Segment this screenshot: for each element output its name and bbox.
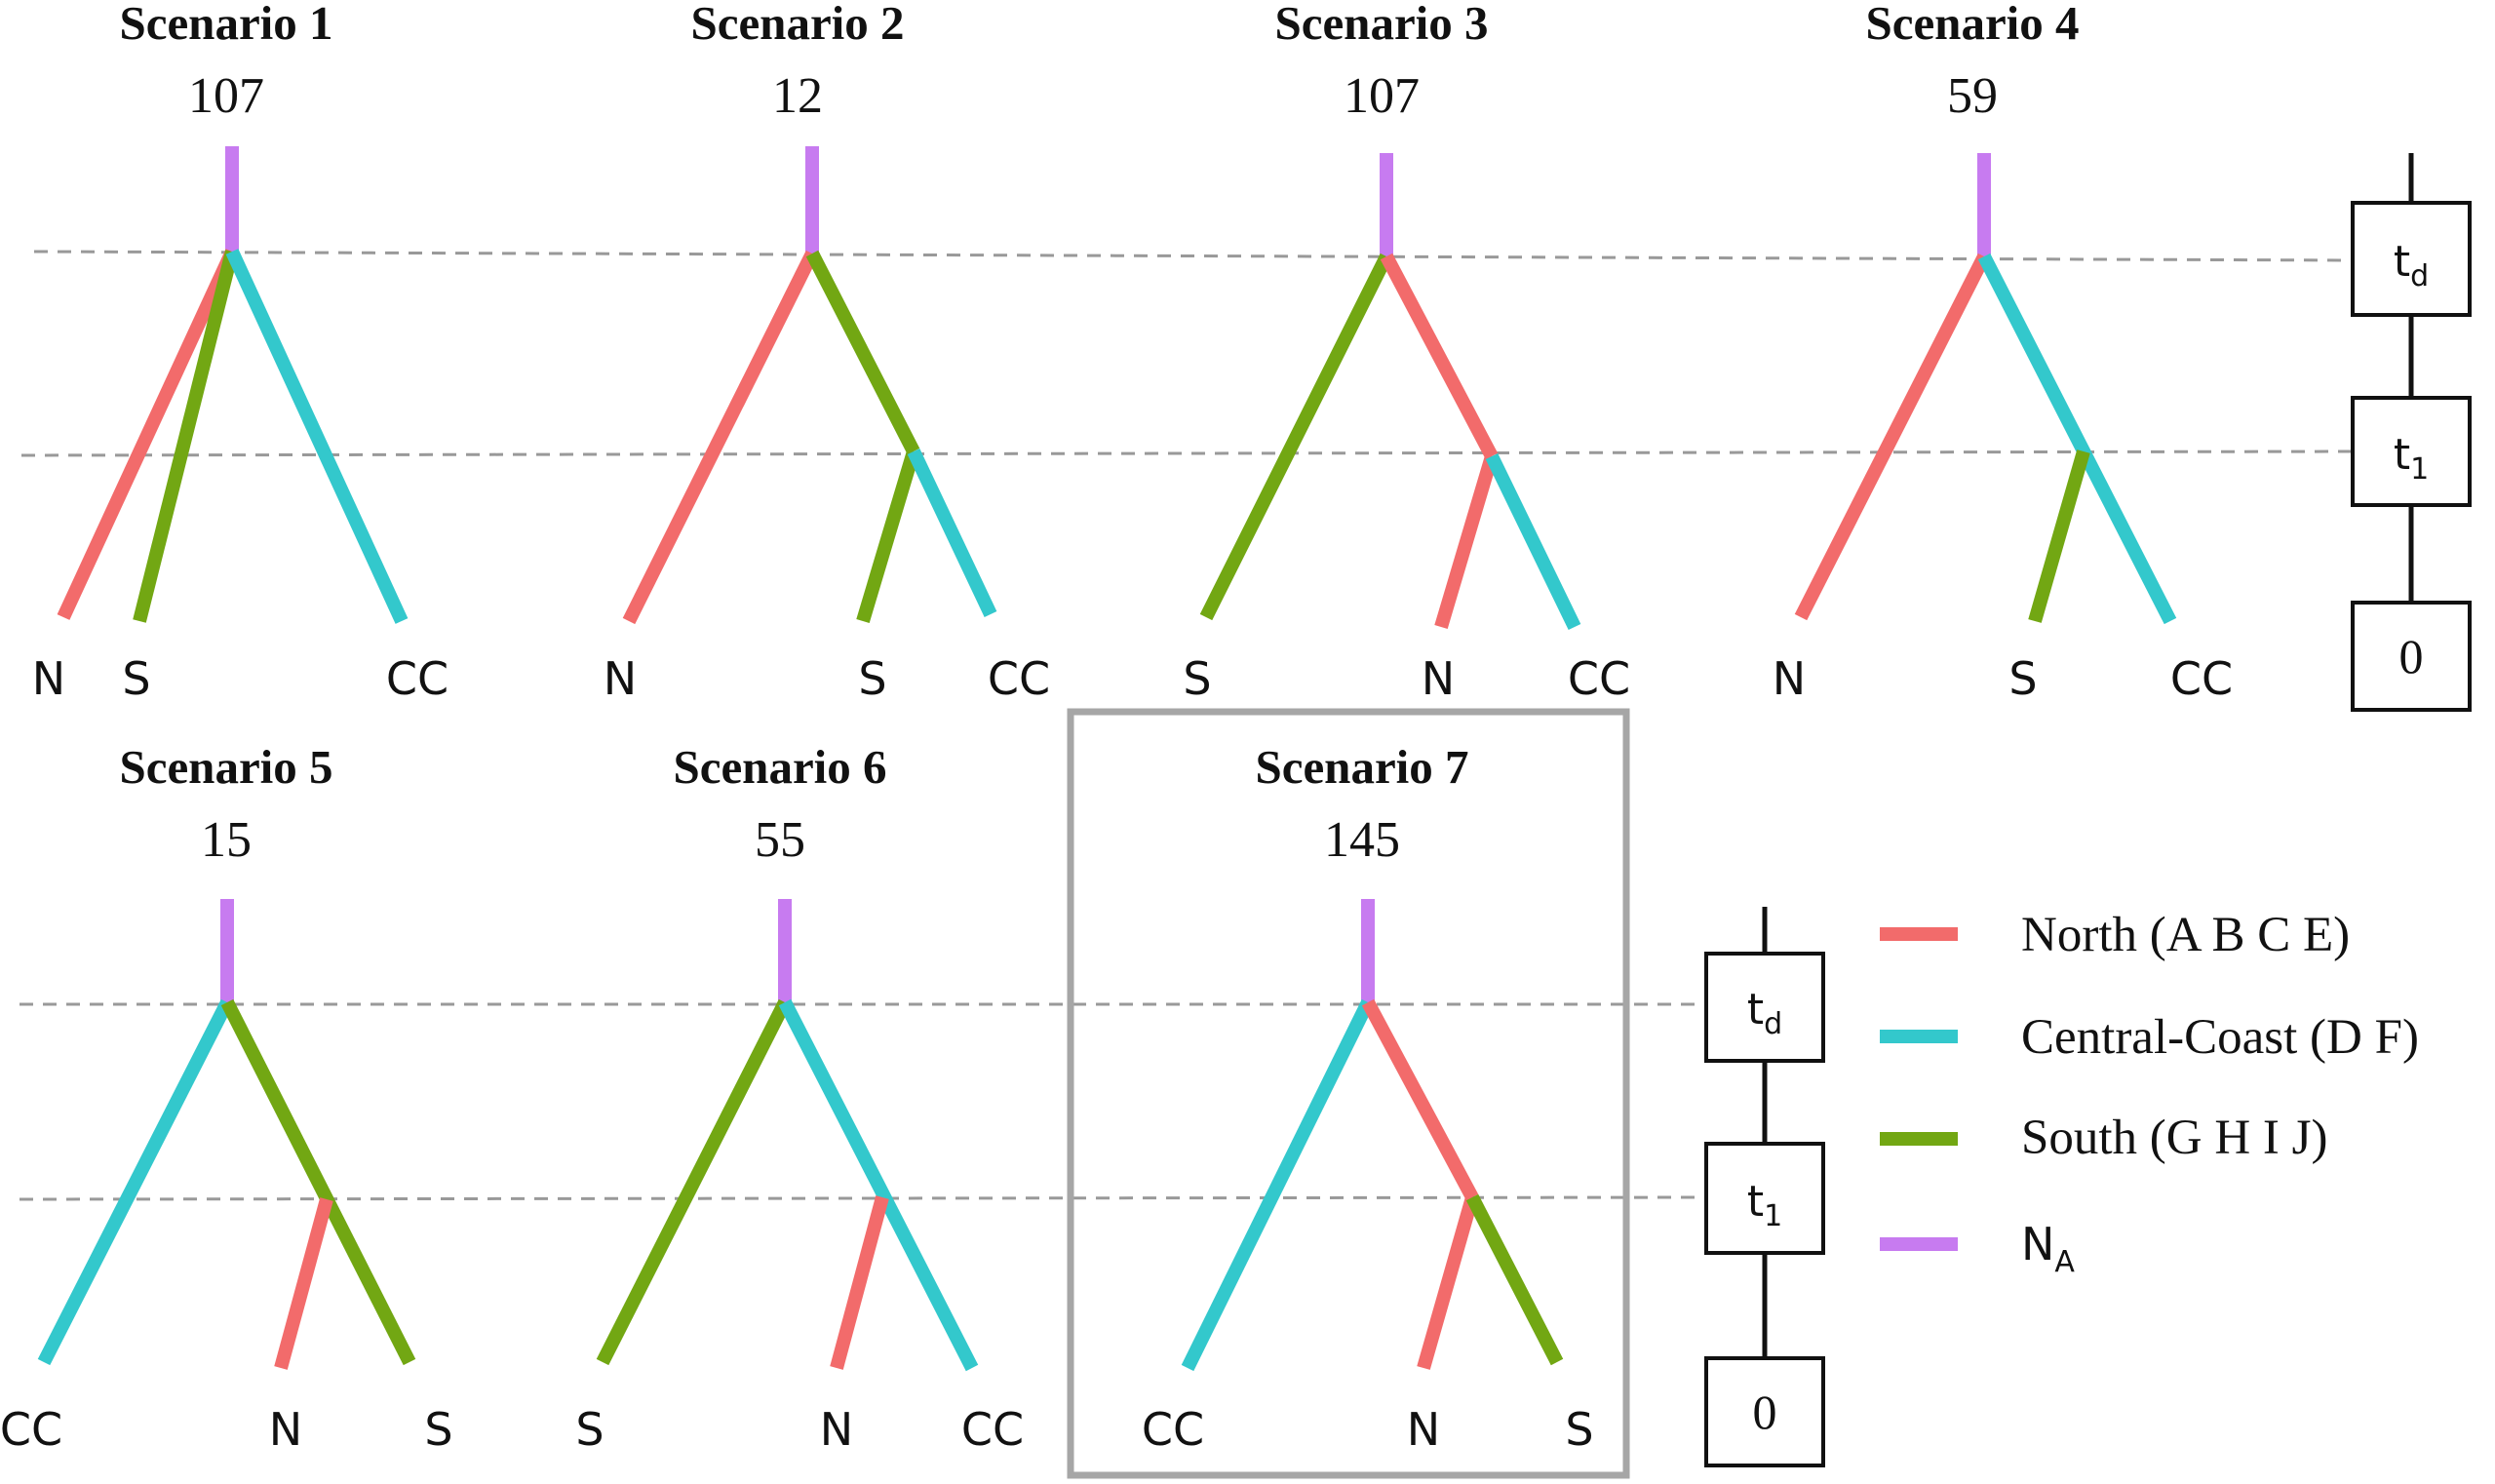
scenario-4: Scenario 4 59 N S CC [1773,0,2233,705]
timescale-row2: td t1 0 [1704,907,1825,1467]
zero-box [1704,1356,1825,1467]
north-branch [622,250,819,625]
leaf-label: S [1565,1403,1593,1456]
t1-guide-row2 [19,1195,1707,1201]
south-branch [856,449,920,624]
leaf-label: S [858,652,886,705]
leaf-label: N [269,1403,302,1456]
south-branch [805,250,920,455]
leaf-label: N [1422,652,1455,705]
leaf-label: CC [961,1403,1024,1456]
legend-label-north: North (A B C E) [2021,908,2350,962]
leaf-label: CC [1142,1403,1204,1456]
best-scenario-frame [1067,708,1630,1479]
scenario-count: 107 [1344,68,1420,124]
legend-label-south: South (G H I J) [2021,1111,2328,1165]
leaf-label: N [1407,1403,1440,1456]
scenario-title: Scenario 6 [673,740,886,794]
north-branch [830,1195,889,1370]
north-branch [57,249,239,620]
legend: North (A B C E) Central-Coast (D F) Sout… [1880,908,2419,1279]
central-coast-branch [778,998,979,1372]
north-branch [274,1197,333,1370]
td-box [1704,952,1825,1063]
td-guide-row1 [33,250,2356,262]
legend-label-ancestral: NA [2021,1218,2075,1279]
leaf-label: CC [0,1403,62,1456]
t1-box [2351,396,2472,507]
td-label: td [1747,985,1782,1041]
t1-box [1704,1142,1825,1255]
leaf-label: CC [386,652,448,705]
leaf-label: S [122,652,150,705]
south-branch [596,998,792,1366]
south-branch [1199,253,1393,621]
leaf-label: N [32,652,65,705]
south-branch [133,250,239,623]
central-coast-branch [37,998,234,1366]
north-branch [1361,998,1479,1201]
zero-label: 0 [2399,629,2424,683]
south-branch [1465,1193,1564,1366]
scenario-2: Scenario 2 12 N S CC [604,0,1050,705]
south-branch [2028,449,2090,623]
central-coast-branch [1181,998,1375,1372]
scenario-count: 55 [755,812,805,868]
leaf-label: N [1773,652,1806,705]
zero-label: 0 [1753,1385,1777,1439]
scenario-title: Scenario 2 [690,0,904,50]
scenario-title: Scenario 1 [119,0,332,50]
leaf-label: S [424,1403,452,1456]
guide-lines [19,250,2356,1201]
scenario-title: Scenario 4 [1865,0,2079,50]
zero-box [2351,601,2472,712]
t1-label: t1 [2394,430,2429,487]
scenario-count: 15 [201,812,252,868]
central-coast-branch [907,449,997,617]
scenario-count: 12 [772,68,823,124]
central-coast-branch [1485,452,1581,631]
scenario-title: Scenario 7 [1255,740,1468,794]
scenario-1: Scenario 1 107 N S CC [32,0,448,705]
timescale-row1: td t1 0 [2351,153,2472,712]
leaf-label: CC [988,652,1050,705]
leaf-label: N [604,652,637,705]
td-box [2351,201,2472,317]
north-branch [1417,1195,1479,1370]
td-label: td [2394,237,2429,293]
scenario-6: Scenario 6 55 S N CC [575,740,1024,1456]
south-branch [220,998,416,1366]
scenario-5: Scenario 5 15 CC N S [0,740,453,1456]
scenario-title: Scenario 5 [119,740,332,794]
t1-guide-row1 [20,449,2356,457]
scenario-title: Scenario 3 [1274,0,1488,50]
north-branch [1794,253,1991,621]
t1-label: t1 [1747,1177,1782,1233]
central-coast-branch [1977,253,2177,625]
leaf-label: CC [2170,652,2233,705]
leaf-label: N [820,1403,853,1456]
scenario-3: Scenario 3 107 S N CC [1183,0,1630,705]
leaf-label: CC [1568,652,1630,705]
leaf-label: S [1183,652,1211,705]
leaf-label: S [2008,652,2037,705]
north-branch [1380,253,1499,460]
legend-label-central-coast: Central-Coast (D F) [2021,1010,2419,1065]
leaf-label: S [575,1403,604,1456]
north-branch [1434,454,1499,629]
scenario-count: 107 [188,68,264,124]
scenario-count: 145 [1324,812,1400,868]
central-coast-branch [225,249,409,624]
scenario-7: Scenario 7 145 CC N S [1142,740,1594,1456]
scenario-count: 59 [1947,68,1998,124]
